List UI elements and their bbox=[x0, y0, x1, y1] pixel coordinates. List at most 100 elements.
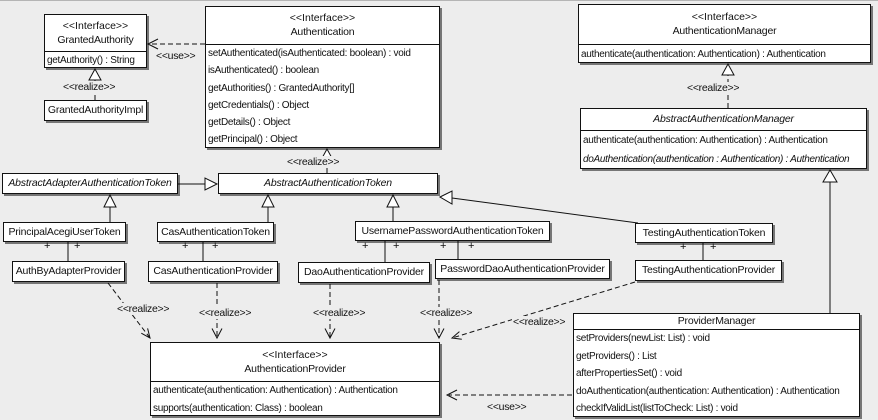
class-header: AbstractAuthenticationManager bbox=[581, 109, 866, 130]
triangle-arrowhead-icon bbox=[88, 67, 102, 81]
class-name: AuthenticationProvider bbox=[244, 362, 346, 375]
realize-label: <<realize>> bbox=[62, 81, 117, 93]
class-password-dao-authentication-provider[interactable]: PasswordDaoAuthenticationProvider bbox=[435, 259, 610, 279]
realize-label: <<realize>> bbox=[286, 156, 341, 168]
triangle-arrowhead-icon bbox=[103, 193, 117, 208]
class-header: <<Interface>> Authentication bbox=[206, 7, 439, 44]
method: doAuthentication(authentication : Authen… bbox=[583, 154, 850, 165]
class-name: TestingAuthenticationToken bbox=[642, 226, 766, 239]
generalization-edge-testingtoken bbox=[451, 197, 639, 224]
class-header: <<Interface>> AuthenticationProvider bbox=[151, 343, 439, 381]
class-name: PasswordDaoAuthenticationProvider bbox=[440, 262, 605, 275]
open-arrowhead-icon bbox=[450, 331, 462, 340]
stereotype: <<Interface>> bbox=[289, 12, 356, 24]
class-authentication-manager[interactable]: <<Interface>> AuthenticationManager auth… bbox=[578, 4, 871, 63]
method: getAuthorities() : GrantedAuthority[] bbox=[208, 82, 355, 94]
method: getCredentials() : Object bbox=[208, 99, 309, 111]
triangle-arrowhead-icon bbox=[822, 169, 838, 183]
method-compartment: getAuthority() : String bbox=[45, 51, 146, 69]
association-plus: + bbox=[362, 240, 369, 252]
class-name: ProviderManager bbox=[677, 315, 756, 327]
realize-label: <<realize>> bbox=[312, 307, 367, 319]
class-authentication[interactable]: <<Interface>> Authentication setAuthenti… bbox=[205, 6, 440, 148]
association-plus: + bbox=[680, 241, 687, 253]
open-arrowhead-icon bbox=[146, 38, 159, 50]
realize-label: <<realize>> bbox=[419, 307, 474, 319]
open-arrowhead-icon bbox=[433, 328, 445, 340]
method: authenticate(authentication: Authenticat… bbox=[581, 49, 826, 60]
class-provider-manager[interactable]: ProviderManager setProviders(newList: Li… bbox=[573, 313, 860, 417]
method-compartment: setProviders(newList: List) : void getPr… bbox=[574, 329, 859, 418]
method: setProviders(newList: List) : void bbox=[576, 333, 710, 344]
method: afterPropertiesSet() : void bbox=[576, 368, 682, 380]
class-granted-authority[interactable]: <<Interface>> GrantedAuthority getAuthor… bbox=[44, 14, 147, 68]
class-granted-authority-impl[interactable]: GrantedAuthorityImpl bbox=[44, 100, 147, 121]
open-arrowhead-icon bbox=[211, 328, 223, 340]
open-arrowhead-icon bbox=[445, 389, 458, 401]
class-cas-authentication-provider[interactable]: CasAuthenticationProvider bbox=[148, 261, 278, 282]
class-dao-authentication-provider[interactable]: DaoAuthenticationProvider bbox=[298, 262, 430, 283]
class-abstract-authentication-manager[interactable]: AbstractAuthenticationManager authentica… bbox=[580, 108, 867, 169]
class-principal-acegi-user-token[interactable]: PrincipalAcegiUserToken bbox=[3, 222, 126, 242]
class-name: AuthByAdapterProvider bbox=[15, 265, 122, 277]
method-compartment: setAuthenticated(isAuthenticated: boolea… bbox=[206, 44, 439, 149]
association-plus: + bbox=[468, 240, 475, 252]
class-name: TestingAuthenticationProvider bbox=[641, 264, 776, 276]
realize-label: <<realize>> bbox=[198, 307, 253, 319]
class-abstract-authentication-token[interactable]: AbstractAuthenticationToken bbox=[218, 173, 438, 194]
class-header: <<Interface>> AuthenticationManager bbox=[579, 5, 870, 44]
class-abstract-adapter-authentication-token[interactable]: AbstractAdapterAuthenticationToken bbox=[2, 173, 178, 194]
association-plus: + bbox=[393, 240, 400, 252]
class-header: <<Interface>> GrantedAuthority bbox=[45, 15, 146, 51]
class-username-password-authentication-token[interactable]: UsernamePasswordAuthenticationToken bbox=[355, 221, 550, 241]
open-arrowhead-icon bbox=[141, 328, 151, 339]
method: isAuthenticated() : boolean bbox=[208, 65, 319, 77]
method: getAuthority() : String bbox=[47, 55, 135, 66]
method: getPrincipal() : Object bbox=[208, 134, 298, 146]
class-name: CasAuthenticationProvider bbox=[153, 265, 273, 277]
use-label: <<use>> bbox=[155, 50, 197, 62]
open-arrowhead-icon bbox=[324, 328, 336, 340]
association-plus: + bbox=[710, 241, 717, 253]
use-label: <<use>> bbox=[486, 401, 528, 413]
method: authenticate(authentication: Authenticat… bbox=[583, 135, 828, 146]
class-name: GrantedAuthorityImpl bbox=[47, 104, 144, 116]
stereotype: <<Interface>> bbox=[691, 11, 758, 23]
method: supports(authentication: Class) : boolea… bbox=[153, 402, 323, 414]
realize-label: <<realize>> bbox=[686, 82, 741, 94]
class-cas-authentication-token[interactable]: CasAuthenticationToken bbox=[157, 222, 274, 242]
method-compartment: authenticate(authentication: Authenticat… bbox=[579, 44, 870, 64]
method-compartment: authenticate(authentication: Authenticat… bbox=[581, 130, 866, 169]
method: checkIfValidList(listToCheck: List) : vo… bbox=[576, 403, 738, 415]
realize-label: <<realize>> bbox=[512, 316, 567, 328]
association-plus: + bbox=[182, 240, 189, 252]
method: getDetails() : Object bbox=[208, 117, 291, 129]
class-testing-authentication-token[interactable]: TestingAuthenticationToken bbox=[635, 223, 773, 243]
realize-label: <<realize>> bbox=[116, 303, 171, 315]
class-authentication-provider[interactable]: <<Interface>> AuthenticationProvider aut… bbox=[150, 342, 440, 416]
method: getProviders() : List bbox=[576, 350, 657, 362]
class-name: AbstractAuthenticationToken bbox=[264, 177, 392, 189]
class-name: DaoAuthenticationProvider bbox=[304, 266, 424, 278]
class-name: AbstractAuthenticationManager bbox=[653, 113, 794, 125]
class-testing-authentication-provider[interactable]: TestingAuthenticationProvider bbox=[635, 260, 782, 281]
triangle-arrowhead-icon bbox=[261, 193, 275, 208]
triangle-arrowhead-icon bbox=[438, 190, 453, 205]
triangle-arrowhead-icon bbox=[386, 193, 400, 208]
class-auth-by-adapter-provider[interactable]: AuthByAdapterProvider bbox=[12, 261, 125, 282]
method: doAuthentication(authentication: Authent… bbox=[576, 385, 840, 397]
class-name: CasAuthenticationToken bbox=[161, 225, 270, 238]
method-compartment: authenticate(authentication: Authenticat… bbox=[151, 381, 439, 417]
method: authenticate(authentication: Authenticat… bbox=[153, 385, 398, 396]
association-plus: + bbox=[212, 240, 219, 252]
class-name: GrantedAuthority bbox=[57, 33, 134, 46]
triangle-arrowhead-icon bbox=[204, 177, 219, 191]
association-plus: + bbox=[74, 240, 81, 252]
triangle-arrowhead-icon bbox=[721, 62, 735, 76]
class-name: PrincipalAcegiUserToken bbox=[8, 225, 121, 238]
method: setAuthenticated(isAuthenticated: boolea… bbox=[208, 48, 411, 59]
class-header: ProviderManager bbox=[574, 314, 859, 329]
association-plus: + bbox=[440, 240, 447, 252]
class-name: Authentication bbox=[290, 26, 355, 38]
